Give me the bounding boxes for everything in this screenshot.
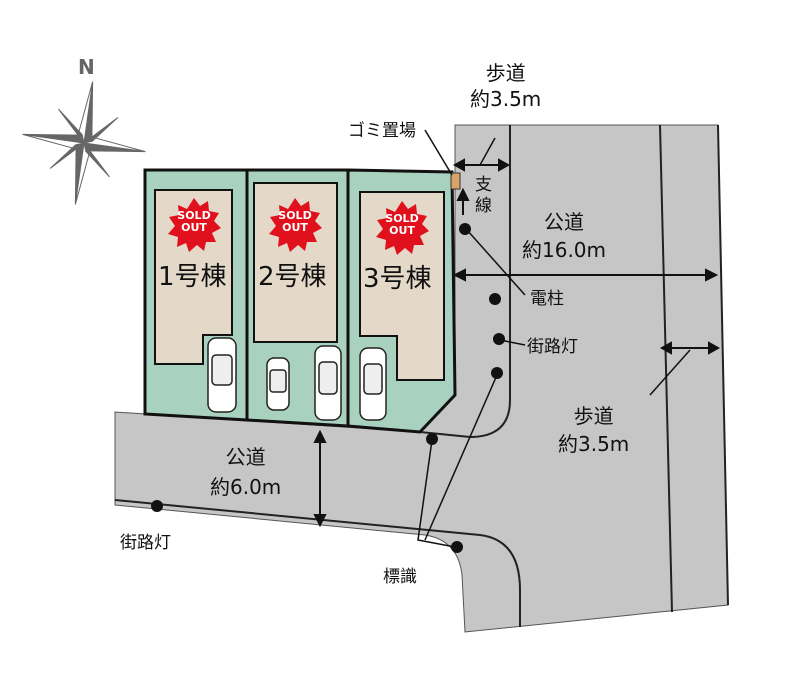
side-road-label: 公道約6.0m [210, 445, 282, 499]
street-light-right-label: 街路灯 [527, 337, 578, 357]
car-icon [207, 337, 387, 421]
road-edge-right [717, 124, 729, 606]
pole-markers [151, 223, 505, 553]
lot-2-label: 2号棟 [258, 262, 327, 292]
garbage-area [450, 172, 461, 190]
leader-lines [417, 129, 691, 548]
compass-rose-icon [22, 81, 146, 205]
sidewalk-top-label: 歩道約3.5m [470, 61, 542, 111]
main-road-label: 公道約16.0m [522, 208, 607, 264]
north-label: N [78, 55, 95, 79]
garbage-label: ゴミ置場 [348, 121, 416, 141]
signs-label: 標識 [383, 567, 417, 587]
lot-1-label: 1号棟 [158, 262, 227, 292]
guy-wire-label: 支線 [475, 175, 492, 216]
burst-icon [269, 198, 322, 252]
curb-line-lower [114, 499, 521, 627]
lot-3-label: 3号棟 [363, 264, 432, 294]
curb-line-upper [419, 125, 511, 439]
street-light-left-label: 街路灯 [120, 533, 171, 553]
dimension-lines [313, 158, 721, 528]
burst-icon [168, 198, 221, 252]
burst-icon [376, 201, 429, 255]
sidewalk-right-label: 歩道約3.5m [558, 404, 630, 456]
sidewalk-line-right [659, 124, 673, 613]
utility-pole-label: 電柱 [530, 289, 564, 309]
building-3 [359, 191, 445, 381]
